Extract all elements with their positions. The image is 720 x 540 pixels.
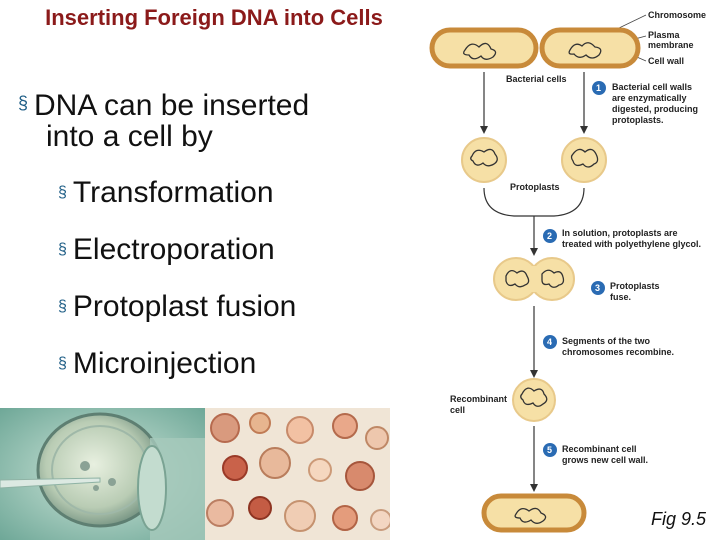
sub-bullet-icon: §	[58, 355, 67, 372]
sub-bullet-icon: §	[58, 241, 67, 258]
method-label: Electroporation	[72, 233, 275, 266]
slide-title: Inserting Foreign DNA into Cells	[45, 5, 383, 30]
sub-bullet-icon: §	[58, 184, 67, 201]
step-1-text-line2: are enzymatically	[612, 93, 687, 103]
step-5-text-line1: Recombinant cell	[562, 444, 637, 454]
protoplast-photo	[205, 408, 390, 540]
method-item: § Protoplast fusion	[58, 290, 296, 324]
step-1-number: 1	[596, 83, 601, 93]
step-3-icon	[591, 281, 605, 295]
label-recombinant-cell-line1: Recombinant	[450, 394, 507, 404]
bacterial-cell-right	[539, 27, 641, 69]
step-1-text-line1: Bacterial cell walls	[612, 82, 692, 92]
fused-protoplast	[493, 257, 575, 301]
label-protoplasts: Protoplasts	[510, 182, 560, 192]
method-label: Protoplast fusion	[72, 290, 297, 323]
method-item: § Electroporation	[58, 233, 275, 267]
label-plasma-membrane-1: Plasma	[648, 30, 681, 40]
label-cell-wall: Cell wall	[648, 56, 684, 66]
step-3-text-line2: fuse.	[610, 292, 631, 302]
figure-label: Fig 9.5	[650, 509, 706, 529]
step-4-icon	[543, 335, 557, 349]
protoplast-left	[461, 137, 507, 183]
recombinant-cell-with-wall	[481, 493, 587, 533]
step-5-number: 5	[547, 445, 552, 455]
step-1-icon	[592, 81, 606, 95]
label-recombinant-cell-line2: cell	[450, 405, 465, 415]
bullet-main-line2: into a cell by	[46, 120, 213, 153]
step-2-text-line2: treated with polyethylene glycol.	[562, 239, 701, 249]
method-item: § Microinjection	[58, 347, 256, 381]
bacterial-cell-left	[429, 27, 539, 69]
label-chromosome: Chromosome	[648, 10, 706, 20]
step-2-icon	[543, 229, 557, 243]
step-4-text-line2: chromosomes recombine.	[562, 347, 674, 357]
step-1-text-line3: digested, producing	[612, 104, 698, 114]
bullet-main-line1: DNA can be inserted	[34, 89, 310, 122]
bullet-marker-icon: §	[18, 93, 29, 113]
step-5-icon	[543, 443, 557, 457]
protoplast-right	[561, 137, 607, 183]
step-2-text-line1: In solution, protoplasts are	[562, 228, 678, 238]
label-bacterial-cells: Bacterial cells	[506, 74, 567, 84]
step-4-number: 4	[547, 337, 552, 347]
bullet-main: §DNA can be inserted	[18, 86, 309, 123]
sub-bullet-icon: §	[58, 298, 67, 315]
step-3-text-line1: Protoplasts	[610, 281, 660, 291]
step-2-number: 2	[547, 231, 552, 241]
step-1-text-line4: protoplasts.	[612, 115, 664, 125]
microinjection-photo	[0, 408, 205, 540]
protoplast-fusion-diagram: Chromosome Plasma membrane Cell wall Bac…	[429, 10, 706, 533]
method-label: Microinjection	[72, 347, 257, 380]
step-5-text-line2: grows new cell wall.	[562, 455, 648, 465]
step-4-text-line1: Segments of the two	[562, 336, 651, 346]
method-item: § Transformation	[58, 176, 274, 210]
label-plasma-membrane-2: membrane	[648, 40, 694, 50]
method-label: Transformation	[72, 176, 274, 209]
step-3-number: 3	[595, 283, 600, 293]
recombinant-cell	[512, 378, 556, 422]
